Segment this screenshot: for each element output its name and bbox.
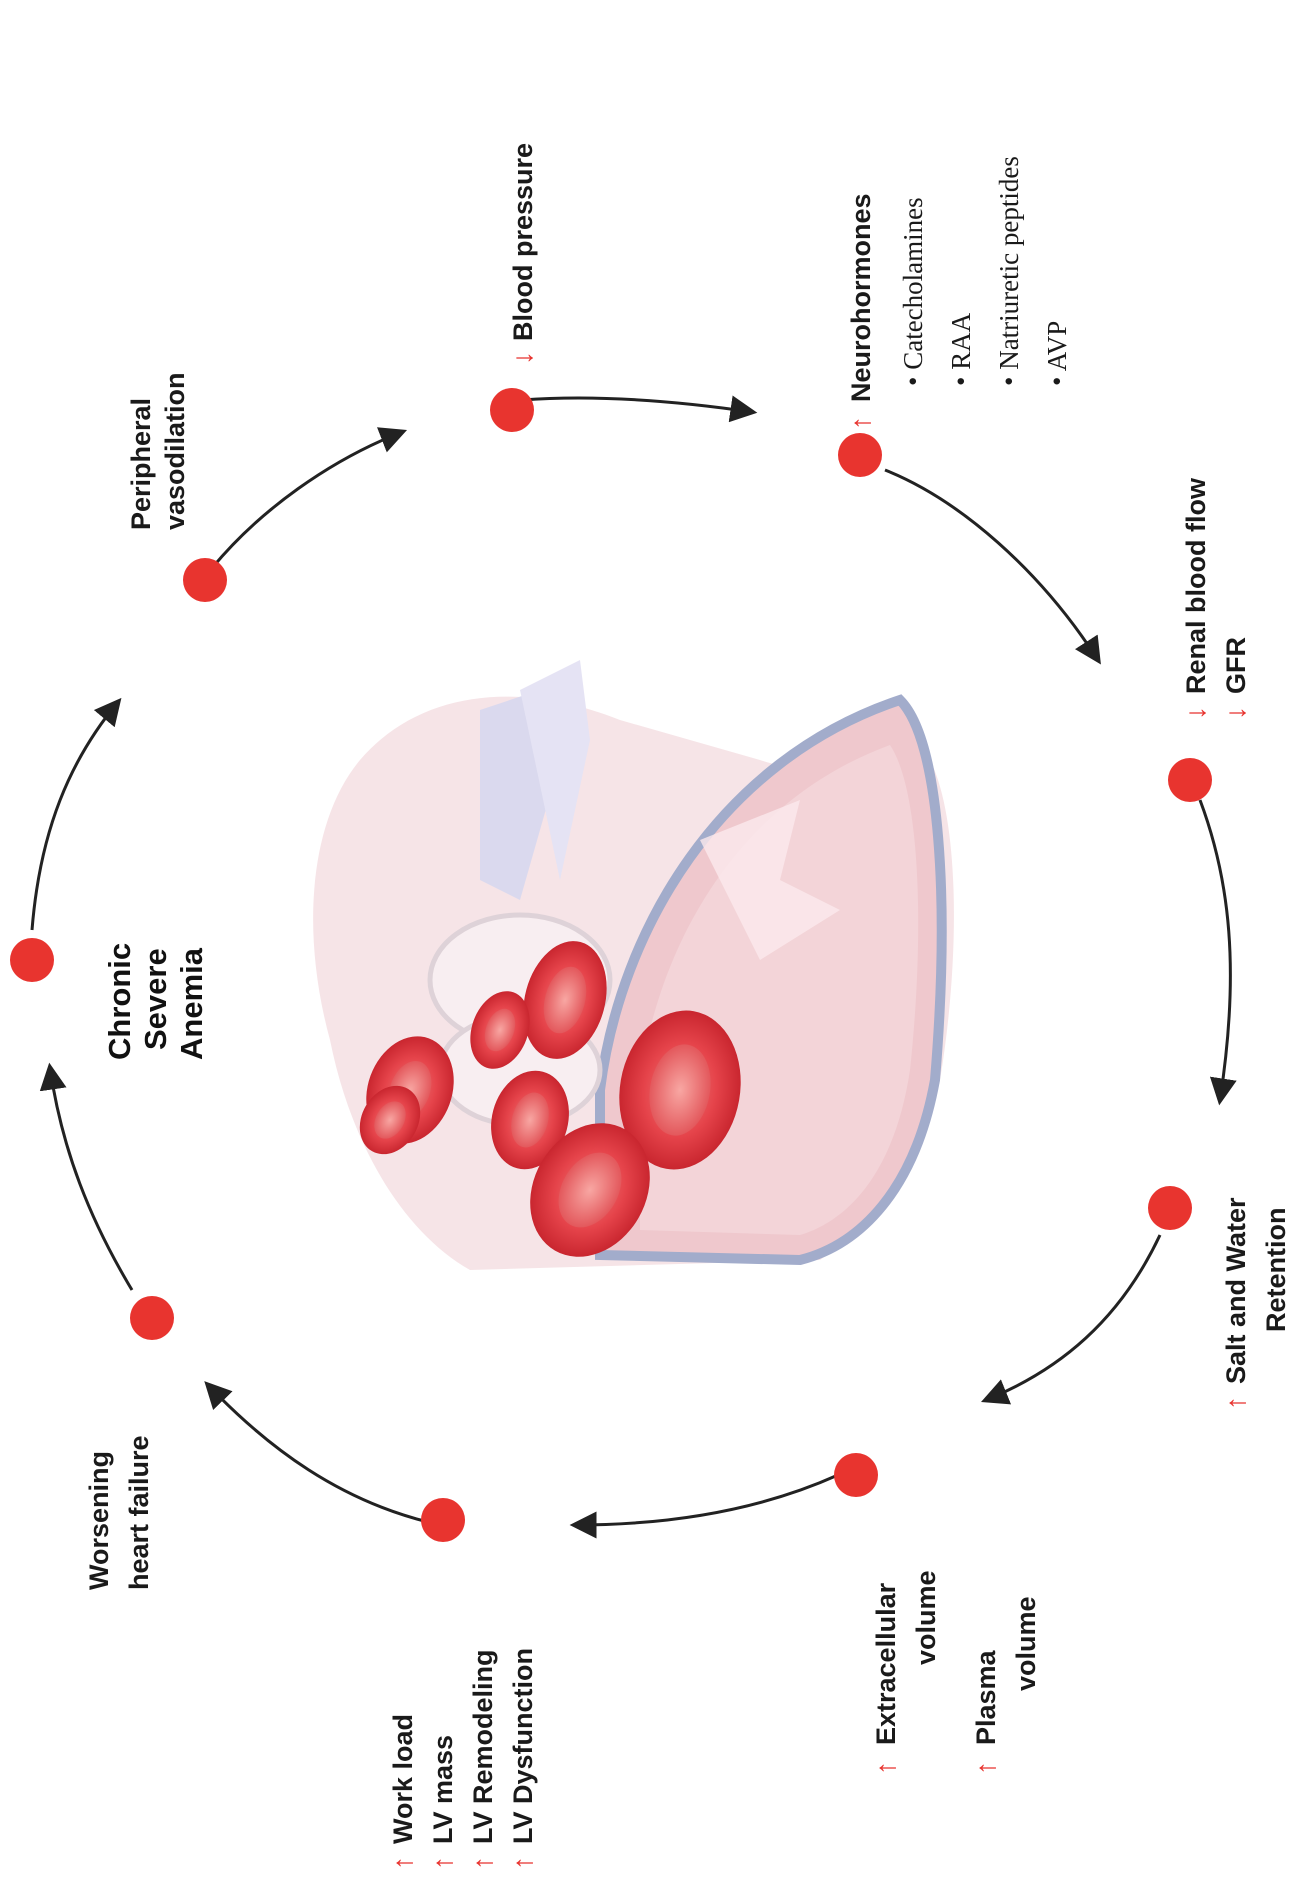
red-up-arrow-icon: ↑ <box>970 1761 1001 1775</box>
salt-water-line-2: Retention <box>1261 1208 1291 1333</box>
peripheral-line-2: vasodilation <box>160 372 190 530</box>
lv-dysfunction-label: LV Dysfunction <box>508 1648 538 1844</box>
arrow-vasodilation-to-bp <box>212 432 402 568</box>
red-up-arrow-icon: ↑ <box>467 1856 498 1870</box>
bullet-avp: • AVP <box>1042 321 1072 386</box>
lv-remodeling-label: LV Remodeling <box>468 1649 498 1844</box>
heart-failure-line-1: Worsening <box>84 1451 114 1590</box>
red-dot-icon <box>1148 1186 1192 1230</box>
extracellular-line-2: volume <box>911 1570 941 1665</box>
center-title-line-3: Anemia <box>174 947 209 1060</box>
red-up-arrow-icon: ↑ <box>1220 1396 1251 1410</box>
arrow-hf-to-anemia <box>50 1068 132 1290</box>
arrow-workload-to-hf <box>208 1385 428 1522</box>
plasma-line-1: Plasma <box>971 1649 1001 1745</box>
red-down-arrow-icon: ↓ <box>1180 706 1211 720</box>
center-title-line-1: Chronic <box>102 943 137 1060</box>
workload-label: Work load <box>388 1714 418 1844</box>
bullet-natriuretic-peptides: • Natriuretic peptides <box>994 156 1024 386</box>
arrow-bp-to-neuro <box>522 398 752 412</box>
salt-water-line-1: Salt and Water <box>1221 1197 1251 1384</box>
gfr-label: GFR <box>1221 637 1251 694</box>
red-dot-icon <box>834 1453 878 1497</box>
renal-blood-flow-label: Renal blood flow <box>1181 477 1211 694</box>
step-renal: ↓ Renal blood flow ↓ GFR <box>1180 477 1251 720</box>
red-up-arrow-icon: ↑ <box>387 1856 418 1870</box>
step-peripheral-vasodilation: Peripheral vasodilation <box>126 372 190 530</box>
arrow-renal-to-salt <box>1200 800 1230 1100</box>
red-up-arrow-icon: ↑ <box>427 1856 458 1870</box>
step-salt-water: ↑ Salt and Water Retention <box>1220 1197 1291 1410</box>
step-blood-pressure: ↓ Blood pressure <box>507 143 538 365</box>
arrow-volume-to-workload <box>575 1475 838 1525</box>
bullet-raa: • RAA <box>946 312 976 386</box>
arrow-anemia-to-vasodilation <box>32 702 118 930</box>
red-dot-icon <box>183 558 227 602</box>
plasma-line-2: volume <box>1011 1596 1041 1691</box>
step-heart-failure: Worsening heart failure <box>84 1435 154 1590</box>
step-volume: ↑ Extracellular volume ↑ Plasma volume <box>870 1570 1041 1775</box>
arrow-neuro-to-renal <box>885 470 1098 660</box>
red-dot-icon <box>490 388 534 432</box>
heart-failure-line-2: heart failure <box>124 1435 154 1590</box>
step-neurohormones: ↑ Neurohormones • Catecholamines • RAA •… <box>845 156 1072 430</box>
red-dot-icon <box>130 1296 174 1340</box>
center-title-line-2: Severe <box>138 948 173 1050</box>
red-down-arrow-icon: ↓ <box>507 351 538 365</box>
peripheral-line-1: Peripheral <box>126 398 156 530</box>
extracellular-line-1: Extracellular <box>871 1582 901 1745</box>
arrow-salt-to-volume <box>986 1235 1160 1400</box>
bullet-catecholamines: • Catecholamines <box>898 197 928 386</box>
blood-pressure-label: Blood pressure <box>508 143 538 341</box>
red-up-arrow-icon: ↑ <box>507 1856 538 1870</box>
red-down-arrow-icon: ↓ <box>1220 706 1251 720</box>
red-dot-icon <box>421 1498 465 1542</box>
neurohormones-label: Neurohormones <box>846 193 876 402</box>
red-dot-icon <box>1168 758 1212 802</box>
red-dot-icon <box>10 938 54 982</box>
red-dot-icon <box>838 433 882 477</box>
step-workload: ↑ Work load ↑ LV mass ↑ LV Remodeling ↑ … <box>387 1648 538 1870</box>
center-title: Chronic Severe Anemia <box>102 943 209 1060</box>
red-up-arrow-icon: ↑ <box>870 1761 901 1775</box>
lv-mass-label: LV mass <box>428 1735 458 1844</box>
red-up-arrow-icon: ↑ <box>845 416 876 430</box>
